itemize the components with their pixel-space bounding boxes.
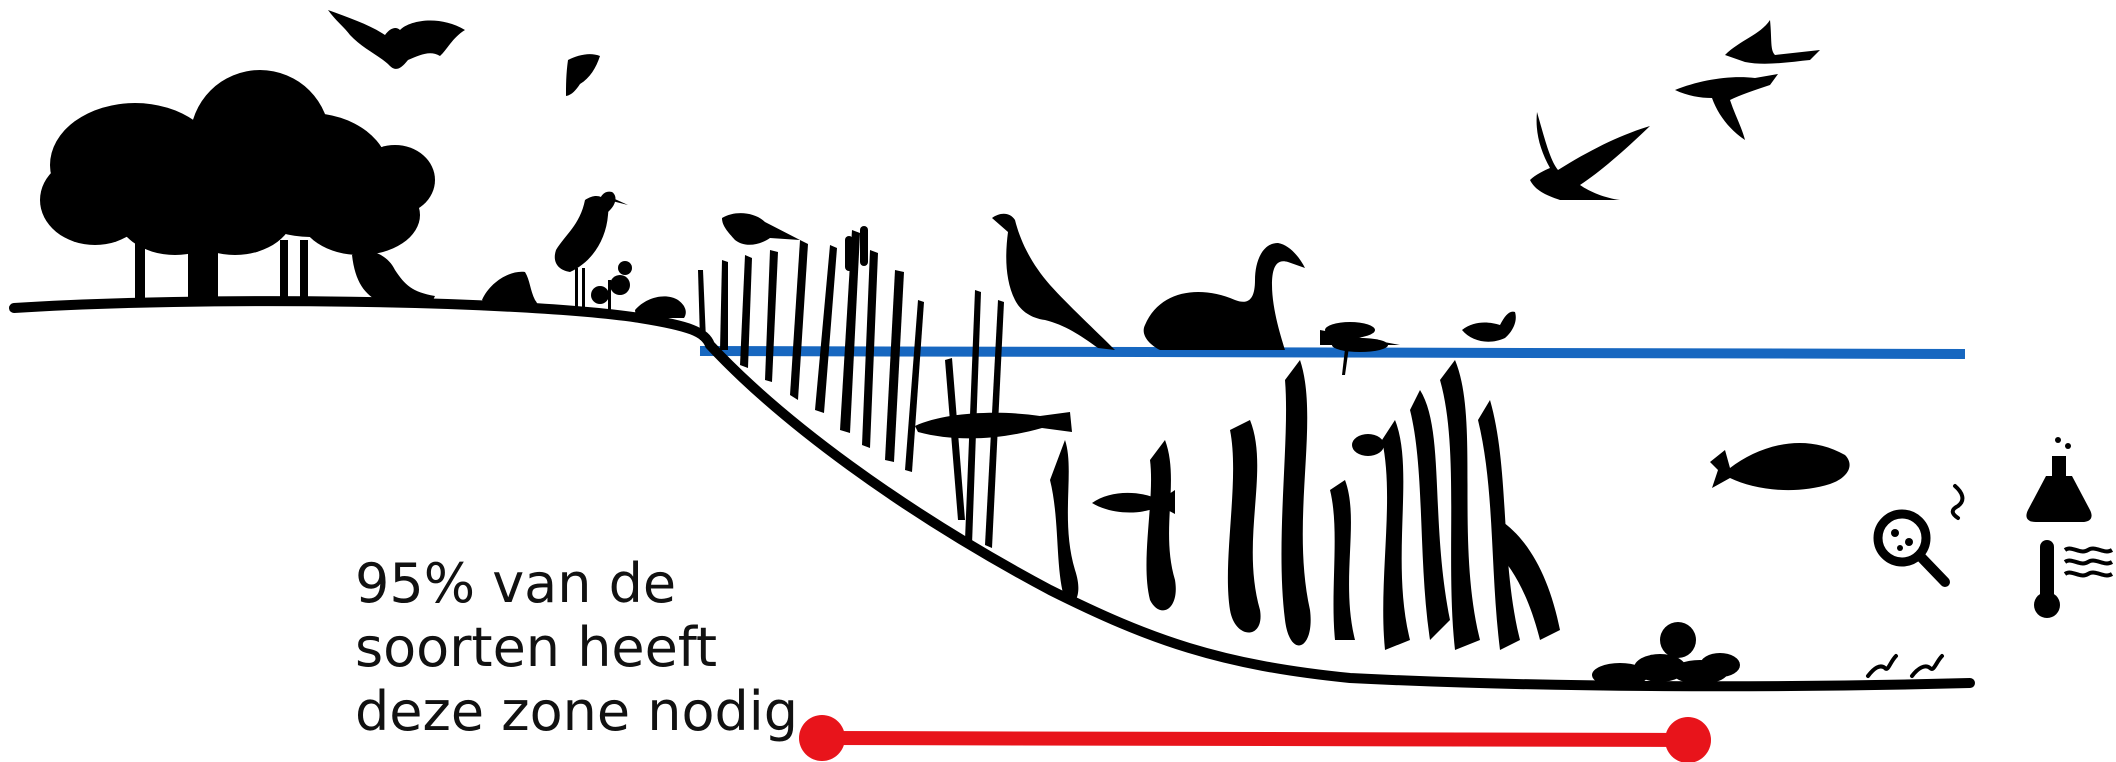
lab-flask-icon bbox=[2026, 437, 2091, 522]
goose-icon bbox=[1675, 20, 1820, 140]
mayfly-icon bbox=[1462, 312, 1516, 342]
gull-icon bbox=[1530, 112, 1650, 200]
mussel-icon bbox=[1592, 622, 1740, 687]
zone-end-dot bbox=[1665, 717, 1711, 762]
frog-icon bbox=[482, 272, 538, 310]
reed-icon bbox=[698, 226, 1004, 548]
cormorant-icon bbox=[992, 214, 1115, 350]
flower-icon bbox=[591, 261, 632, 312]
zone-caption: 95% van de soorten heeft deze zone nodig bbox=[355, 552, 798, 744]
turtle-icon bbox=[635, 296, 686, 318]
caption-line-3: deze zone nodig bbox=[355, 680, 798, 744]
caption-line-2: soorten heeft bbox=[355, 616, 798, 680]
water-beetle-icon bbox=[1352, 434, 1384, 456]
moth-icon bbox=[566, 54, 600, 96]
zone-start-dot bbox=[799, 715, 845, 761]
carp-icon bbox=[1710, 443, 1850, 490]
caption-line-1: 95% van de bbox=[355, 552, 798, 616]
magnifier-bacteria-icon bbox=[1878, 514, 1945, 582]
thermometer-water-icon bbox=[2034, 540, 2112, 618]
zone-range-marker bbox=[799, 715, 1711, 762]
swan-icon bbox=[1144, 243, 1305, 350]
beaver-icon bbox=[352, 251, 435, 302]
bat-icon bbox=[328, 10, 465, 69]
reed-warbler-icon bbox=[722, 213, 800, 245]
pike-icon bbox=[915, 412, 1072, 438]
water-surface-line bbox=[700, 351, 1965, 354]
